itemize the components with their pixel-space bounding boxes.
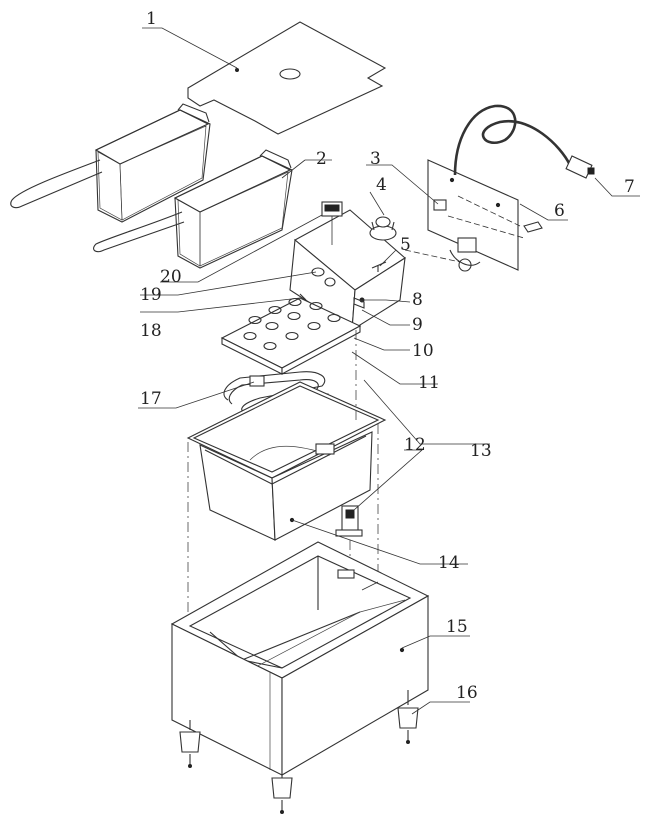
callout-8: 8 — [412, 290, 423, 310]
callout-15: 15 — [446, 617, 468, 637]
callout-6: 6 — [554, 201, 565, 221]
control-housing — [289, 201, 406, 332]
callout-5: 5 — [400, 235, 411, 255]
foot-center — [271, 777, 293, 814]
callout-14: 14 — [438, 553, 460, 573]
callout-20: 20 — [160, 267, 182, 287]
safety-switch — [335, 505, 363, 537]
power-cord — [453, 104, 595, 179]
outer-housing — [170, 541, 430, 776]
leader-lines — [138, 27, 640, 715]
callout-16: 16 — [456, 683, 478, 703]
thermostat-assembly — [371, 199, 481, 272]
callout-labels: 1 2 3 4 5 6 7 8 9 10 11 12 13 14 15 16 1… — [140, 9, 635, 703]
mounting-plate — [427, 159, 543, 271]
lid — [187, 21, 387, 135]
callout-9: 9 — [412, 315, 423, 335]
callout-2: 2 — [316, 149, 327, 169]
thermostat-knob — [369, 216, 397, 241]
callout-3: 3 — [370, 149, 381, 169]
callout-4: 4 — [376, 175, 387, 195]
callout-18: 18 — [140, 321, 162, 341]
frying-basket-left — [10, 103, 211, 223]
foot-right — [397, 707, 419, 744]
callout-12: 12 — [404, 435, 426, 455]
foot-left — [179, 731, 201, 768]
callout-19: 19 — [140, 285, 162, 305]
callout-10: 10 — [412, 341, 434, 361]
callout-1: 1 — [146, 9, 157, 29]
callout-11: 11 — [418, 373, 440, 393]
lifting-bar — [299, 293, 307, 301]
callout-17: 17 — [140, 389, 162, 409]
oil-tank — [186, 381, 387, 541]
callout-13: 13 — [470, 441, 492, 461]
callout-7: 7 — [624, 177, 635, 197]
frying-basket-right — [93, 149, 293, 269]
